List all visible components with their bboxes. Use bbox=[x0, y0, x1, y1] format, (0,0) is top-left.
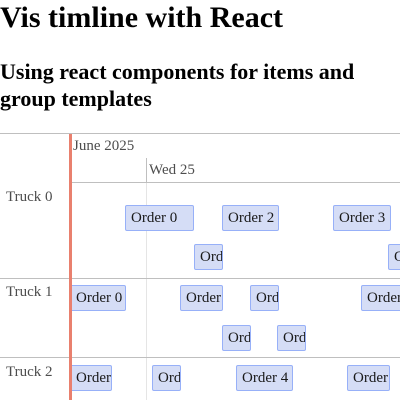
group-labels-column bbox=[0, 134, 71, 400]
timeline-item[interactable]: Order bbox=[277, 325, 306, 351]
timeline-item[interactable]: Order 4 bbox=[236, 365, 293, 391]
timeline-item[interactable]: Order 0 bbox=[70, 285, 126, 311]
group-label-truck-1: Truck 1 bbox=[6, 284, 53, 300]
timeline-item[interactable]: Order bbox=[361, 285, 400, 311]
day-gridline bbox=[146, 183, 147, 400]
timeline-item[interactable]: Order bbox=[347, 365, 390, 391]
timeline-item[interactable]: Order bbox=[250, 285, 279, 311]
timeline-item[interactable]: Order 2 bbox=[222, 205, 279, 231]
group-separator bbox=[0, 357, 400, 358]
group-label-truck-0: Truck 0 bbox=[6, 189, 53, 205]
timeline-item[interactable]: Order bbox=[222, 325, 251, 351]
timeline-item[interactable]: Order bbox=[180, 285, 223, 311]
axis-major-label: June 2025 bbox=[73, 138, 135, 154]
page-subtitle: Using react components for items and gro… bbox=[0, 59, 355, 111]
timeline-item[interactable]: Order bbox=[194, 244, 223, 270]
timeline[interactable]: June 2025 Wed 25 Truck 0 Truck 1 Truck 2… bbox=[0, 133, 400, 400]
timeline-item[interactable]: Order bbox=[388, 244, 400, 270]
axis-minor-label: Wed 25 bbox=[149, 162, 195, 178]
axis-minor-tick bbox=[146, 158, 147, 182]
time-axis[interactable]: June 2025 Wed 25 bbox=[70, 134, 400, 183]
page-title: Vis timline with React bbox=[0, 1, 284, 34]
timeline-item[interactable]: Order 3 bbox=[333, 205, 391, 231]
timeline-item[interactable]: Order 0 bbox=[125, 205, 194, 231]
group-separator bbox=[0, 278, 400, 279]
group-label-truck-2: Truck 2 bbox=[6, 364, 53, 380]
current-time-marker bbox=[69, 134, 72, 400]
timeline-item[interactable]: Order bbox=[152, 365, 181, 391]
timeline-item[interactable]: Order bbox=[70, 365, 112, 391]
